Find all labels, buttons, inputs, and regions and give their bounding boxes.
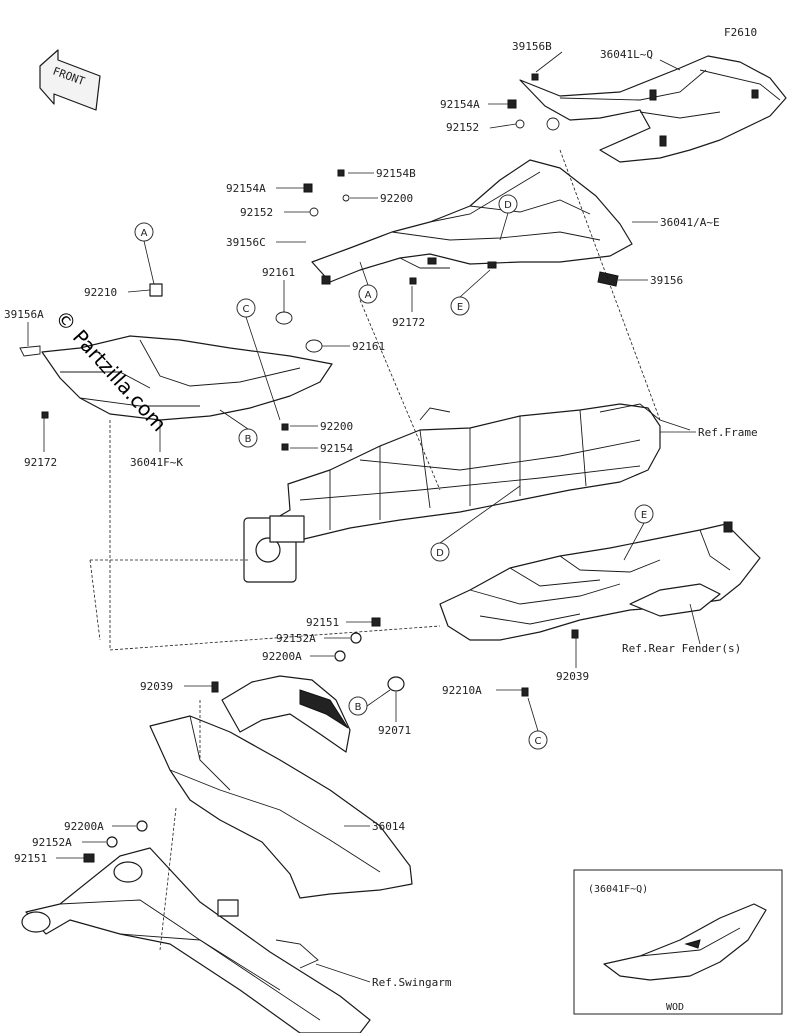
label-92151-mid: 92151 xyxy=(306,616,339,629)
label-92039-right: 92039 xyxy=(556,670,589,683)
callout-D1: D xyxy=(498,194,518,214)
svg-text:C: C xyxy=(243,304,250,315)
grommet-92161-a xyxy=(275,311,293,325)
callout-C2: C xyxy=(528,730,548,750)
screw-92172-left xyxy=(41,411,49,419)
svg-text:B: B xyxy=(245,434,252,445)
bolt-92151-mid xyxy=(371,617,381,627)
nut-92152A-low xyxy=(106,836,118,848)
svg-text:D: D xyxy=(436,548,444,559)
clip-92039-right xyxy=(571,629,579,639)
callout-A1: A xyxy=(134,222,154,242)
bolt-92154A-top xyxy=(507,99,517,109)
label-92161-b: 92161 xyxy=(352,340,385,353)
grommet-92161-b xyxy=(305,339,323,353)
label-36041FK: 36041F~K xyxy=(130,456,183,469)
label-92152A-mid: 92152A xyxy=(276,632,316,645)
damper-92210 xyxy=(149,283,163,297)
label-92152-top: 92152 xyxy=(446,121,479,134)
bolt-92154 xyxy=(281,443,289,451)
label-36041LQ: 36041L~Q xyxy=(600,48,653,61)
label-92152-mid: 92152 xyxy=(240,206,273,219)
seat-cowl-upper-part xyxy=(519,55,787,163)
label-39156C: 39156C xyxy=(226,236,266,249)
label-92200-low: 92200 xyxy=(320,420,353,433)
label-92172-left: 92172 xyxy=(24,456,57,469)
inset-title: (36041F~Q) xyxy=(588,884,648,895)
frame-part xyxy=(243,403,691,583)
label-39156B: 39156B xyxy=(512,40,552,53)
svg-text:E: E xyxy=(641,510,647,521)
label-92200-mid: 92200 xyxy=(380,192,413,205)
svg-text:B: B xyxy=(355,702,362,713)
screw-92172-right xyxy=(409,277,417,285)
bolt-92154A-mid xyxy=(303,183,313,193)
label-92154A-top: 92154A xyxy=(440,98,480,111)
label-ref-frame: Ref.Frame xyxy=(698,426,758,439)
label-92210: 92210 xyxy=(84,286,117,299)
washer-92200-low xyxy=(281,423,289,431)
label-92200A-mid: 92200A xyxy=(262,650,302,663)
clip-92039-left xyxy=(211,681,219,693)
diagram-code: F2610 xyxy=(724,26,757,39)
label-92161-a: 92161 xyxy=(262,266,295,279)
label-92071: 92071 xyxy=(378,724,411,737)
label-39156: 39156 xyxy=(650,274,683,287)
label-39156A: 39156A xyxy=(4,308,44,321)
label-92172-right: 92172 xyxy=(392,316,425,329)
part-labels: 39156B 36041L~Q 92154A 92152 92154B 9215… xyxy=(4,40,758,989)
svg-text:D: D xyxy=(504,200,512,211)
washer-92200A-mid xyxy=(334,650,346,662)
seat-cowl-main-part xyxy=(311,159,633,285)
label-92154: 92154 xyxy=(320,442,353,455)
bolt-92154B xyxy=(337,169,345,177)
damper-92210A xyxy=(521,687,529,697)
callout-B1: B xyxy=(238,428,258,448)
label-92154A-mid: 92154A xyxy=(226,182,266,195)
label-ref-swingarm: Ref.Swingarm xyxy=(372,976,452,989)
label-ref-rear-fender: Ref.Rear Fender(s) xyxy=(622,642,741,655)
fasteners xyxy=(19,73,619,863)
callout-D2: D xyxy=(430,542,450,562)
chain-guard-part xyxy=(149,675,413,899)
svg-text:C: C xyxy=(535,736,542,747)
rear-fender-part xyxy=(439,521,761,641)
svg-text:A: A xyxy=(141,228,148,239)
label-36041AE: 36041/A~E xyxy=(660,216,720,229)
svg-text:E: E xyxy=(457,302,463,313)
strip-39156A xyxy=(19,345,41,357)
nut-92152-top xyxy=(515,119,525,129)
label-92152A-low: 92152A xyxy=(32,836,72,849)
grommet-92071 xyxy=(387,676,405,692)
washer-92200-mid xyxy=(342,194,350,202)
callout-connectors xyxy=(143,212,645,732)
svg-text:A: A xyxy=(365,290,372,301)
bolt-92151-low xyxy=(83,853,95,863)
nut-92152A-mid xyxy=(350,632,362,644)
front-arrow-icon: FRONT xyxy=(39,49,101,111)
callout-A2: A xyxy=(358,284,378,304)
inset-box: (36041F~Q) WOD xyxy=(573,869,783,1015)
label-92210A: 92210A xyxy=(442,684,482,697)
strip-39156B xyxy=(531,73,539,81)
callout-B2: B xyxy=(348,696,368,716)
callout-E1: E xyxy=(450,296,470,316)
leader-lines xyxy=(27,51,701,983)
label-92200A-low: 92200A xyxy=(64,820,104,833)
inset-side-cover-part xyxy=(603,903,767,981)
label-36014: 36014 xyxy=(372,820,405,833)
washer-92200A-low xyxy=(136,820,148,832)
label-92154B: 92154B xyxy=(376,167,416,180)
callout-E2: E xyxy=(634,504,654,524)
swingarm-part xyxy=(21,847,371,1033)
nut-92152-mid xyxy=(309,207,319,217)
label-92039-left: 92039 xyxy=(140,680,173,693)
inset-footer: WOD xyxy=(666,1002,684,1013)
callout-C1: C xyxy=(236,298,256,318)
label-92151-low: 92151 xyxy=(14,852,47,865)
